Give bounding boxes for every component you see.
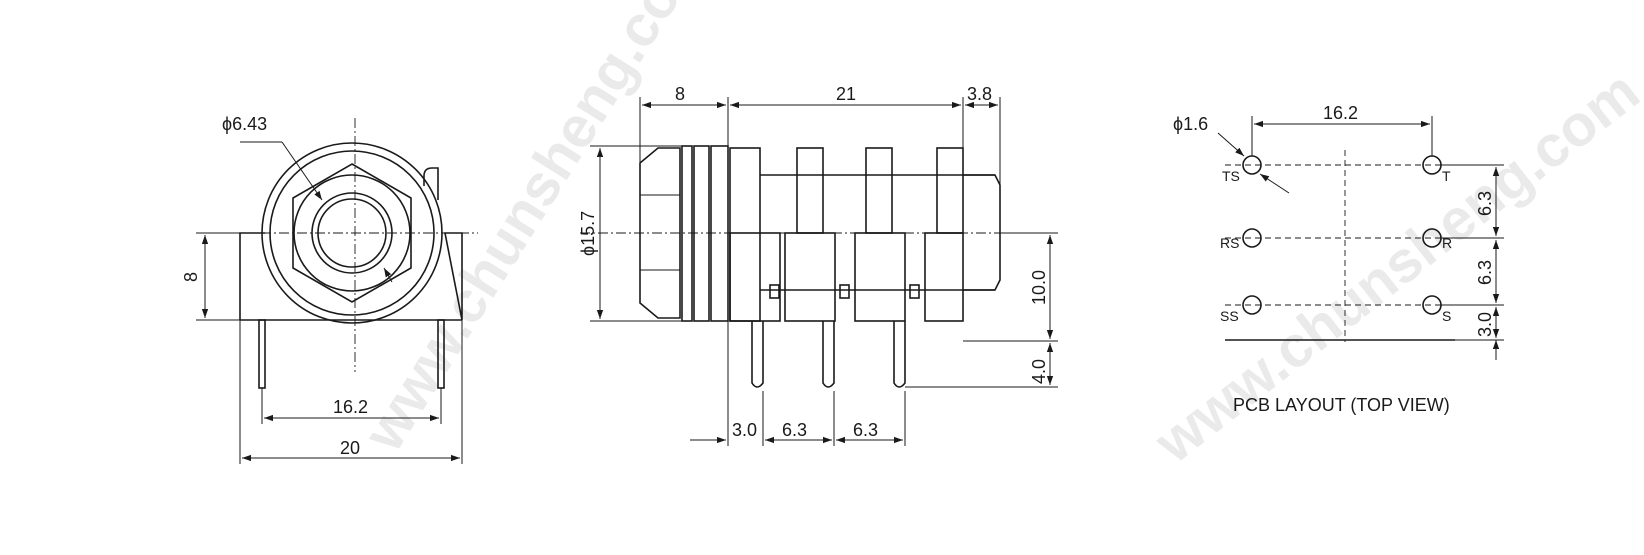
side-bottom-dim-1: 3.0 [732,420,757,440]
pcb-layout: TS T RS R SS S ϕ1.6 16.2 6.3 6.3 3.0 PCB… [1173,103,1504,415]
front-width-label: 20 [340,438,360,458]
pcb-caption: PCB LAYOUT (TOP VIEW) [1233,395,1450,415]
front-view: ϕ6.43 8 16.2 20 [181,114,478,464]
pin-label-rs: RS [1220,235,1239,251]
side-view: 8 21 3.8 ϕ15.7 10.0 4.0 3.0 6.3 6.3 [578,84,1058,446]
front-dia-label: ϕ6.43 [222,114,267,134]
front-height-label: 8 [181,272,201,282]
side-dia-label: ϕ15.7 [578,211,598,256]
pcb-hole-label: ϕ1.6 [1173,114,1208,134]
pin-label-ss: SS [1220,308,1239,324]
side-bottom-dim-3: 6.3 [853,420,878,440]
pcb-right-dim-1: 6.3 [1475,191,1495,216]
pin-label-ts: TS [1222,168,1240,184]
side-top-dim-2: 21 [836,84,856,104]
pin-label-s: S [1442,308,1451,324]
pcb-width-label: 16.2 [1323,103,1358,123]
pin-label-r: R [1442,235,1452,251]
front-pin-span-label: 16.2 [333,397,368,417]
side-top-dim-3: 3.8 [967,84,992,104]
side-bottom-dim-2: 6.3 [782,420,807,440]
pcb-right-dim-3: 3.0 [1475,312,1495,337]
side-pin-len-label: 4.0 [1029,359,1049,384]
watermark-left: www.chunsheng.com [350,0,720,463]
side-top-dim-1: 8 [675,84,685,104]
pin-label-t: T [1442,168,1451,184]
side-height-label: 10.0 [1029,270,1049,305]
pcb-right-dim-2: 6.3 [1475,260,1495,285]
